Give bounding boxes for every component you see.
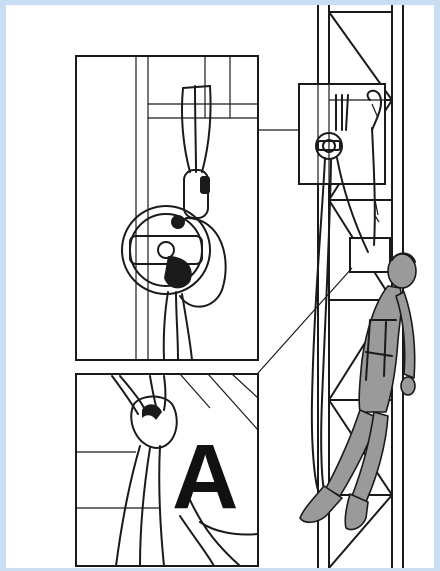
upper-detail-panel <box>76 56 258 360</box>
detail-box-harness <box>350 238 390 272</box>
pointer-line-bottom <box>258 268 352 373</box>
lower-detail-panel: A <box>76 374 258 566</box>
callout-label-a: A <box>172 426 238 528</box>
illustration-canvas: A <box>6 5 434 568</box>
rescue-system-diagram: A <box>6 5 434 568</box>
